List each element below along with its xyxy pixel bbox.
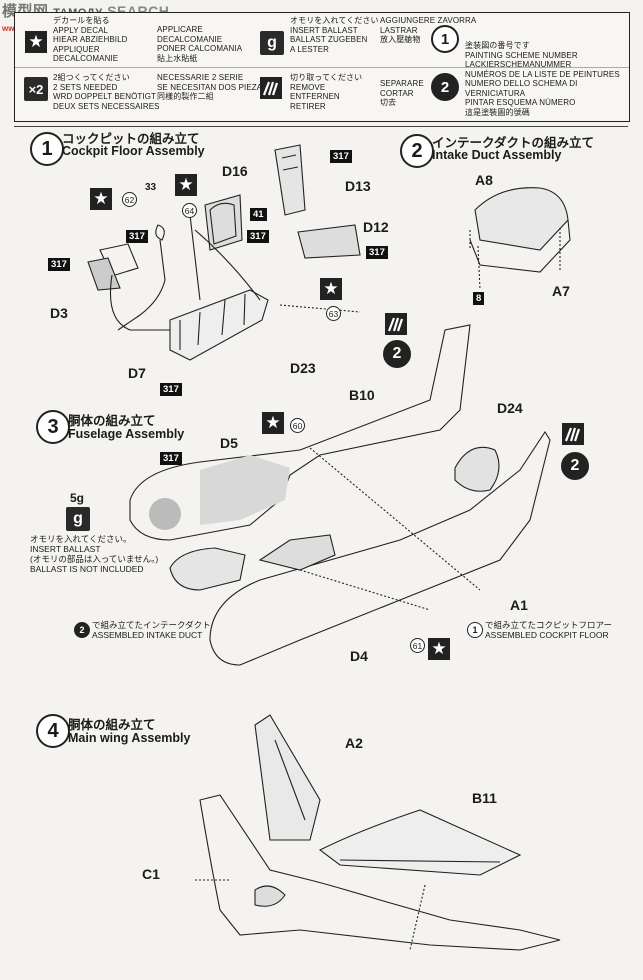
step-1-title-en: Cockpit Floor Assembly [62, 144, 205, 158]
part-label-d7: D7 [128, 365, 146, 381]
step-3-number: 3 [36, 410, 70, 444]
step-2-title-en: Intake Duct Assembly [432, 148, 562, 162]
decal-number-64: 64 [182, 203, 197, 218]
step-4-number: 4 [36, 714, 70, 748]
part-label-a2: A2 [345, 735, 363, 751]
part-label-d24: D24 [497, 400, 523, 416]
decal-number-63: 63 [326, 306, 341, 321]
part-label-a8: A8 [475, 172, 493, 188]
step-ref-1-icon: 1 [467, 622, 483, 638]
star-decal-icon: ★ [25, 31, 47, 53]
paint-badge-317: 317 [160, 383, 182, 396]
paint-badge-317: 317 [247, 230, 269, 243]
paint-badge-317: 317 [366, 246, 388, 259]
paint-badge-317: 317 [126, 230, 148, 243]
decal-number-62: 62 [122, 192, 137, 207]
part-label-b11: B11 [472, 790, 497, 806]
paint-badge-317: 317 [330, 150, 352, 163]
star-decal-icon: ★ [90, 188, 112, 210]
paint-badge-317: 317 [160, 452, 182, 465]
decal-number-61: 61 [410, 638, 425, 653]
remove-cut-icon [385, 313, 407, 335]
step-4-title-en: Main wing Assembly [68, 731, 191, 745]
part-label-d23: D23 [290, 360, 316, 376]
step-1-number: 1 [30, 132, 64, 166]
decal-number-33: 33 [145, 182, 157, 193]
star-decal-icon: ★ [320, 278, 342, 300]
two-sets-icon: ×2 [24, 77, 48, 101]
part-label-d16: D16 [222, 163, 248, 179]
part-label-d13: D13 [345, 178, 371, 194]
remove-cut-icon [260, 77, 282, 99]
ballast-note: オモリを入れてください。INSERT BALLAST (オモリの部品は入っていま… [30, 534, 159, 574]
remove-cut-icon [562, 423, 584, 445]
step-ref-2-icon: 2 [74, 622, 90, 638]
legend-divider [15, 67, 629, 68]
part-label-b10: B10 [349, 387, 375, 403]
part-label-d3: D3 [50, 305, 68, 321]
part-label-d5: D5 [220, 435, 238, 451]
part-label-c1: C1 [142, 866, 160, 882]
step-3-title-jp: 胴体の組み立て [68, 414, 156, 428]
part-label-d12: D12 [363, 219, 389, 235]
star-decal-icon: ★ [262, 412, 284, 434]
paint-badge-8: 8 [473, 292, 485, 305]
part-label-d4: D4 [350, 648, 368, 664]
step-4-title-jp: 胴体の組み立て [68, 718, 156, 732]
part-label-a7: A7 [552, 283, 570, 299]
part-label-a1: A1 [510, 597, 528, 613]
paint-badge-317: 317 [48, 258, 70, 271]
paint-badge-41: 41 [250, 208, 267, 221]
section-divider-top [14, 126, 628, 127]
scheme-two-icon: 2 [383, 340, 411, 368]
step-2-number: 2 [400, 134, 434, 168]
scheme-two-icon: 2 [431, 73, 459, 101]
ballast-weight-icon: g [260, 31, 284, 55]
ballast-weight-value: 5g [70, 491, 85, 505]
ballast-weight-icon: g [66, 507, 90, 531]
decal-number-60: 60 [290, 418, 305, 433]
scheme-one-icon: 1 [431, 25, 459, 53]
star-decal-icon: ★ [428, 638, 450, 660]
step-1-title-jp: コックピットの組み立て [62, 132, 200, 146]
step-3-title-en: Fuselage Assembly [68, 427, 185, 441]
star-decal-icon: ★ [175, 174, 197, 196]
step-2-title-jp: インテークダクトの組み立て [432, 136, 595, 150]
scheme-two-icon: 2 [561, 452, 589, 480]
